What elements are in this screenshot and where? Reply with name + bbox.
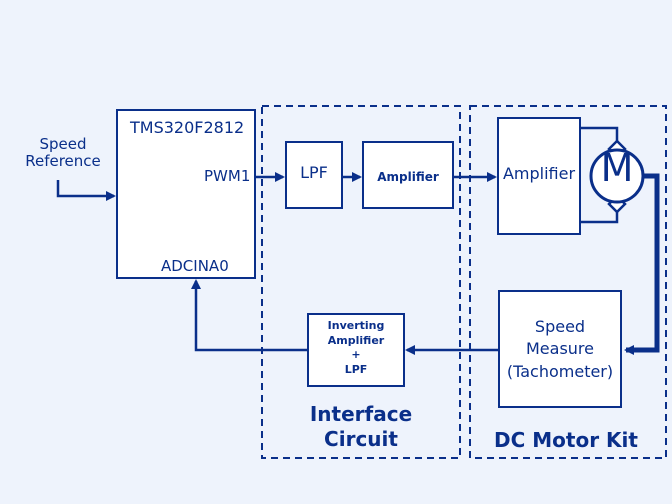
dsp-title: TMS320F2812 — [130, 118, 245, 137]
speed-measure-block — [498, 290, 622, 408]
motor-amplifier-block — [497, 117, 581, 235]
speed-reference-label: Speed Reference — [25, 135, 101, 171]
speed-reference-arrow — [56, 180, 116, 201]
inverting-amplifier-label: Inverting Amplifier + LPF — [327, 319, 385, 376]
lpf-label: LPF — [300, 163, 328, 182]
lpf-block — [285, 141, 343, 209]
inverting-amplifier-block — [307, 313, 405, 387]
motor-amplifier-label: Amplifier — [502, 164, 576, 183]
amplifier-label: Amplifier — [377, 170, 439, 184]
speed-measure-label: Speed Measure (Tachometer) — [506, 317, 614, 381]
dc-motor-kit-label: DC Motor Kit — [494, 428, 638, 452]
dc-motor-kit-frame — [469, 105, 667, 459]
pwm-port-label: PWM1 — [204, 167, 251, 185]
dsp-block — [116, 109, 256, 279]
feedback-to-adc-arrow — [191, 279, 308, 352]
interface-circuit-label: Interface Circuit — [309, 402, 413, 451]
motor-letter: M — [600, 146, 634, 190]
amplifier-block — [362, 141, 454, 209]
motor-shaft-to-tachometer-arrow — [624, 173, 660, 355]
adc-port-label: ADCINA0 — [161, 257, 229, 275]
interface-circuit-frame — [261, 105, 461, 459]
